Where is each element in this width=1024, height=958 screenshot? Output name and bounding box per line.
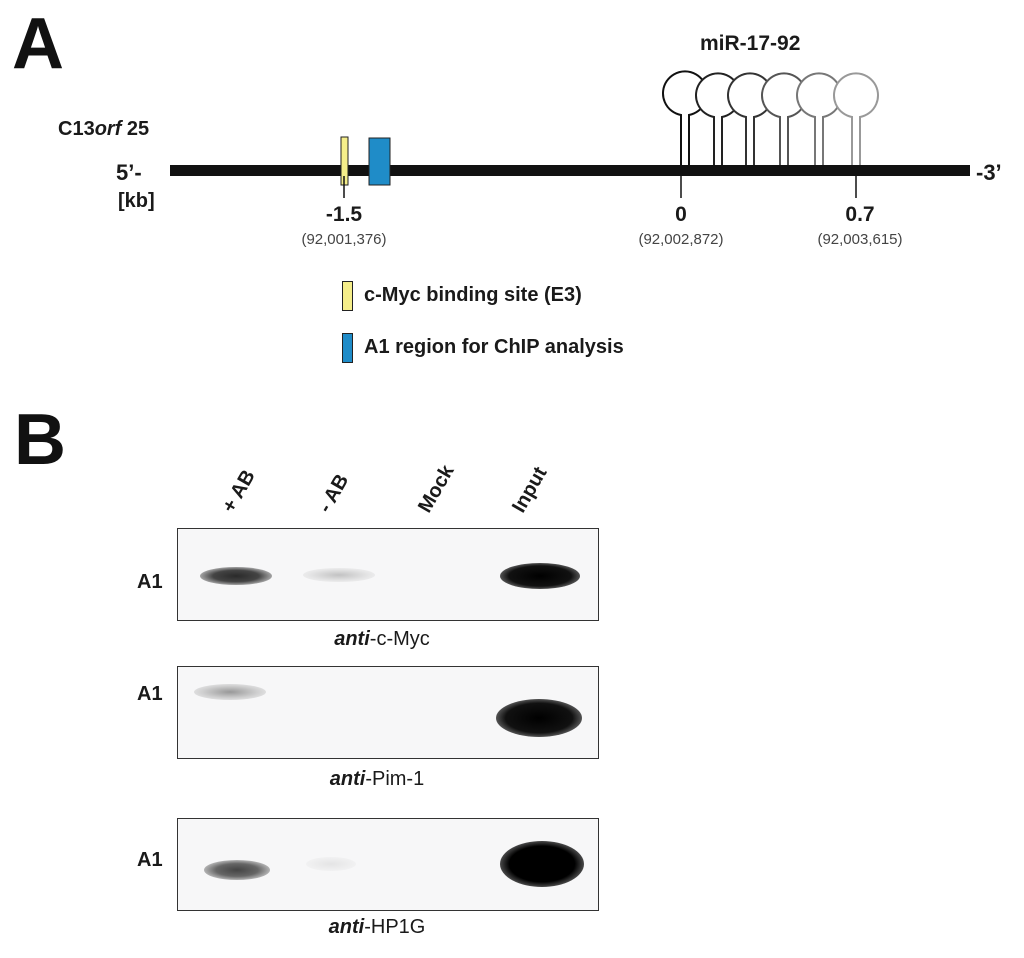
gene-suffix: 25 <box>121 118 150 140</box>
band-input <box>496 699 582 737</box>
three-prime-label: -3’ <box>976 160 1002 185</box>
band-minus-ab <box>303 568 375 582</box>
mirna-hairpins <box>662 70 879 165</box>
five-prime-label: 5’- <box>116 160 142 185</box>
lane-label-input: Input <box>508 463 552 517</box>
band-input <box>500 841 584 887</box>
band-plus-ab <box>200 567 272 585</box>
row-label-gel-2: A1 <box>137 683 163 705</box>
position-coord-2: (92,002,872) <box>638 231 724 248</box>
row-label-gel-1: A1 <box>137 571 163 593</box>
legend-swatch-cmyc <box>342 281 353 311</box>
antibody-name-3: -HP1G <box>364 916 426 938</box>
gel-cmyc <box>177 528 599 621</box>
a1-region <box>368 137 391 186</box>
gel-pim1 <box>177 666 599 759</box>
antibody-name-1: -c-Myc <box>369 628 430 650</box>
band-plus-ab <box>204 860 270 880</box>
hairpin-5 <box>796 72 842 165</box>
antibody-prefix-3: anti <box>328 916 365 938</box>
legend-swatch-a1 <box>342 333 353 363</box>
position-label-3: 0.7 <box>845 203 875 226</box>
band-minus-ab <box>306 857 356 871</box>
gene-italic: orf <box>94 118 122 140</box>
gene-label: C13orf 25 <box>58 118 149 141</box>
hairpin-6 <box>833 72 879 165</box>
antibody-prefix-1: anti <box>334 628 370 650</box>
chromosome-line <box>170 165 970 176</box>
panel-b-letter: B <box>14 400 66 480</box>
kb-unit-label: [kb] <box>118 190 155 212</box>
panel-a-letter: A <box>12 4 64 84</box>
lane-label-minus-ab: - AB <box>314 470 354 517</box>
band-plus-ab <box>194 684 266 700</box>
position-label-1: -1.5 <box>325 203 363 226</box>
position-coord-3: (92,003,615) <box>817 231 903 248</box>
lane-label-plus-ab: + AB <box>218 466 260 517</box>
antibody-name-2: -Pim-1 <box>365 768 425 790</box>
antibody-label-cmyc: anti-c-Myc <box>282 628 482 651</box>
lane-label-mock: Mock <box>414 461 459 517</box>
gene-map <box>170 70 970 198</box>
antibody-label-hp1g: anti-HP1G <box>277 916 477 939</box>
row-label-gel-3: A1 <box>137 849 163 871</box>
antibody-label-pim1: anti-Pim-1 <box>277 768 477 791</box>
legend-text-a1: A1 region for ChIP analysis <box>364 336 624 358</box>
gel-hp1g <box>177 818 599 911</box>
position-coord-1: (92,001,376) <box>301 231 387 248</box>
band-input <box>500 563 580 589</box>
antibody-prefix-2: anti <box>329 768 366 790</box>
position-label-2: 0 <box>675 203 687 226</box>
cluster-label: miR-17-92 <box>700 32 801 55</box>
gene-prefix: C13 <box>58 118 95 140</box>
legend-text-cmyc: c-Myc binding site (E3) <box>364 284 582 306</box>
